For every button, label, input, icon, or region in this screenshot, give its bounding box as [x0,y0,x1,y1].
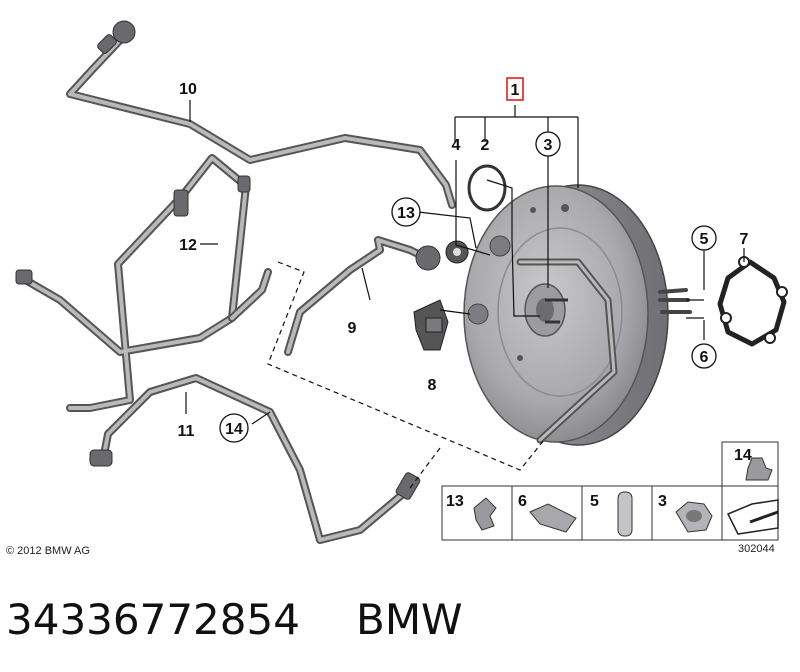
dashed-frame [267,261,545,471]
callout-9: 9 [348,320,357,337]
drawing-number: 302044 [738,543,775,555]
callout-13: 13 [397,205,415,222]
copyright: © 2012 BMW AG [6,545,90,557]
callout-1-box [506,77,524,101]
legend-6: 6 [518,493,527,510]
callout-11: 11 [178,423,195,440]
callout-7: 7 [740,231,749,248]
callout-8: 8 [428,377,437,394]
brand-name: BMW [356,595,463,644]
callout-4: 4 [452,137,461,154]
sensor-8 [413,299,449,351]
callout-2: 2 [481,137,490,154]
pipe-12 [15,154,272,412]
legend-5: 5 [590,493,599,510]
callout-1: 1 [511,82,520,99]
parts-legend: 14 13 6 5 3 [441,441,779,541]
part-number: 34336772854 [6,595,300,644]
legend-13: 13 [446,493,464,510]
seal-ring-2 [467,164,507,212]
gasket-7 [717,256,788,347]
callout-3: 3 [544,137,553,154]
hose-9 [284,236,469,356]
callout-5: 5 [700,231,709,248]
leader-lines [185,100,745,425]
pipe-11 [89,374,421,544]
legend-3: 3 [658,493,667,510]
callout-12: 12 [179,237,197,254]
callout-6: 6 [700,349,709,366]
callout-14: 14 [225,421,243,438]
brake-booster [463,184,692,446]
legend-14: 14 [734,447,752,464]
callout-10: 10 [179,81,197,98]
hose-10 [66,20,456,209]
